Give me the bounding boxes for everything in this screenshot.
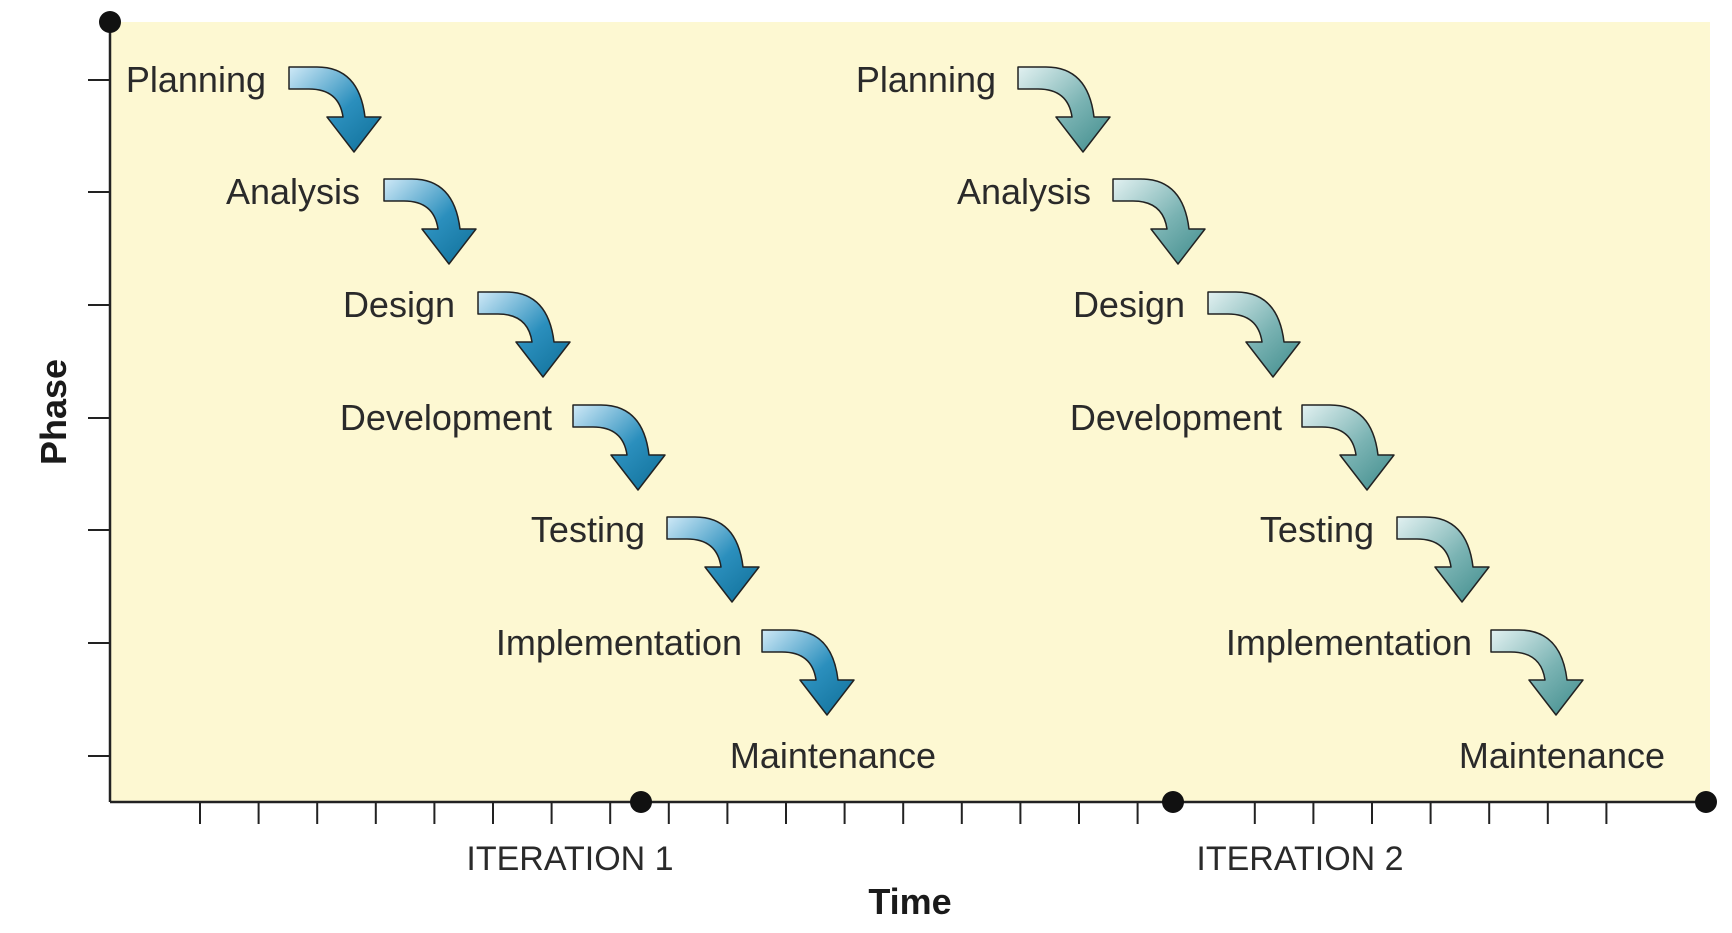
- phase-label: Planning: [856, 59, 996, 100]
- phase-label: Design: [343, 284, 455, 325]
- phase-label: Design: [1073, 284, 1185, 325]
- flow-arrow-icon: [1396, 516, 1490, 603]
- phase-label: Testing: [531, 509, 645, 550]
- phase-label: Analysis: [957, 171, 1091, 212]
- iteration-1-group: PlanningAnalysisDesignDevelopmentTesting…: [126, 59, 936, 878]
- flow-arrow-icon: [572, 404, 666, 491]
- timeline-markers: [99, 11, 1717, 813]
- timeline-dot: [99, 11, 121, 33]
- x-axis-title: Time: [868, 881, 951, 922]
- flow-arrow-icon: [477, 291, 571, 378]
- iteration-2-group: PlanningAnalysisDesignDevelopmentTesting…: [856, 59, 1665, 878]
- iteration-label: ITERATION 1: [466, 840, 673, 878]
- timeline-dot: [1162, 791, 1184, 813]
- flow-arrow-icon: [1112, 178, 1206, 265]
- phase-label: Analysis: [226, 171, 360, 212]
- flow-arrow-icon: [1490, 629, 1584, 716]
- iteration-label: ITERATION 2: [1196, 840, 1403, 878]
- phase-label: Implementation: [496, 622, 742, 663]
- x-axis-ticks: [199, 802, 1608, 824]
- flow-arrow-icon: [1301, 404, 1395, 491]
- phase-label: Development: [1070, 397, 1282, 438]
- timeline-dot: [1695, 791, 1717, 813]
- flow-arrow-icon: [1017, 66, 1111, 153]
- plot-background: [110, 22, 1710, 802]
- flow-arrow-icon: [666, 516, 760, 603]
- phase-label: Development: [340, 397, 552, 438]
- phase-label: Planning: [126, 59, 266, 100]
- flow-arrow-icon: [1207, 291, 1301, 378]
- phase-label: Maintenance: [1459, 735, 1665, 776]
- timeline-dot: [630, 791, 652, 813]
- phase-label: Maintenance: [730, 735, 936, 776]
- y-axis-title: Phase: [33, 359, 74, 465]
- flow-arrow-icon: [761, 629, 855, 716]
- flow-arrow-icon: [288, 66, 382, 153]
- y-axis-ticks: [88, 79, 110, 757]
- flow-arrow-icon: [383, 178, 477, 265]
- phase-label: Testing: [1260, 509, 1374, 550]
- phase-label: Implementation: [1226, 622, 1472, 663]
